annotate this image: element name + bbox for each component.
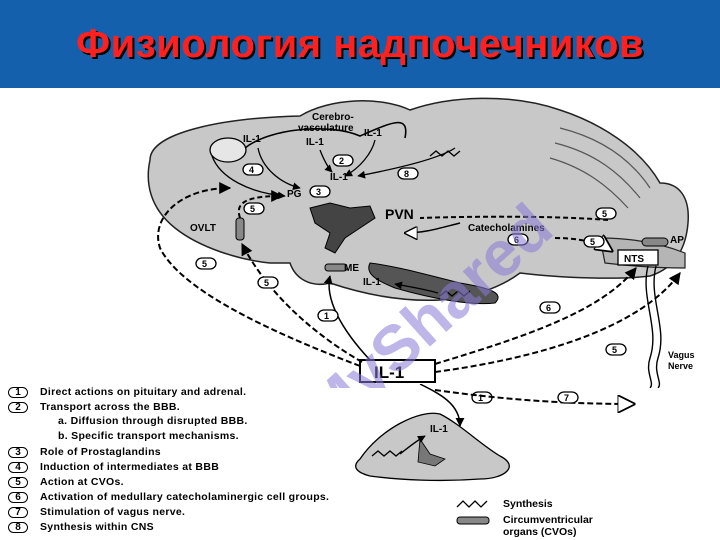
ap-organ xyxy=(641,237,669,247)
title-bar xyxy=(0,0,720,88)
badge-6b: 6 xyxy=(539,301,561,314)
label-ovlt: OVLT xyxy=(190,223,216,234)
ovlt-organ xyxy=(235,217,245,241)
svg-text:8: 8 xyxy=(404,169,409,179)
synthesis-mark-me xyxy=(439,290,471,297)
adrenal-diagram: 1 7 IL-1 xyxy=(355,384,720,482)
svg-text:6: 6 xyxy=(546,303,551,313)
badge-1b: 1 xyxy=(471,391,493,404)
nts-box xyxy=(617,249,659,266)
badge-5b: 5 xyxy=(595,207,617,220)
label-nts: NTS xyxy=(624,254,644,265)
svg-text:7: 7 xyxy=(564,393,569,403)
svg-text:5: 5 xyxy=(264,278,269,288)
badge-1a: 1 xyxy=(317,309,339,322)
svg-text:2: 2 xyxy=(339,156,344,166)
adrenal-gland xyxy=(355,412,510,482)
vessel-loop xyxy=(244,121,407,149)
svg-text:4: 4 xyxy=(249,165,254,175)
label-il1-center: IL-1 xyxy=(330,172,348,183)
svg-text:5: 5 xyxy=(590,237,595,247)
svg-text:3: 3 xyxy=(316,187,321,197)
vessel-left xyxy=(209,137,247,163)
cerebellum xyxy=(549,127,651,209)
svg-text:5: 5 xyxy=(612,345,617,355)
label-vasculature: vasculature xyxy=(298,123,354,134)
badge-5f: 5 xyxy=(605,343,627,356)
brain-shape xyxy=(147,97,689,302)
svg-text:1: 1 xyxy=(324,311,329,321)
synthesis-mark-adrenal xyxy=(371,450,403,457)
legend-sub-b: b. Specific transport mechanisms. xyxy=(58,430,239,442)
badge-5c: 5 xyxy=(583,235,605,248)
page-title: Физиология надпочечников xyxy=(75,22,644,66)
label-il1-me: IL-1 xyxy=(363,277,381,288)
neuroendocrine-diagram: Cerebro- vasculature IL-1 IL-1 IL-1 2 IL… xyxy=(147,97,695,388)
label-il1-adrenal: IL-1 xyxy=(430,424,448,435)
label-catecholamines: Catecholamines xyxy=(468,223,545,234)
me-organ xyxy=(324,263,348,272)
label-il1-right: IL-1 xyxy=(364,128,382,139)
svg-text:5: 5 xyxy=(202,259,207,269)
label-il1-mid: IL-1 xyxy=(306,137,324,148)
svg-text:1: 1 xyxy=(478,393,483,403)
pituitary-stalk xyxy=(368,262,499,305)
label-vagus-1: Vagus xyxy=(668,350,695,360)
badge-4: 4 xyxy=(242,163,264,176)
label-il1-main: IL-1 xyxy=(374,363,404,382)
label-cerebro: Cerebro- xyxy=(312,112,354,123)
svg-text:5: 5 xyxy=(602,209,607,219)
label-vagus-2: Nerve xyxy=(668,361,693,371)
cvo-icon xyxy=(456,516,490,525)
badge-7: 7 xyxy=(557,391,579,404)
synthesis-icon xyxy=(456,500,488,508)
label-ap: AP xyxy=(670,235,684,246)
svg-text:5: 5 xyxy=(250,204,255,214)
badge-5e: 5 xyxy=(257,276,279,289)
label-il1-left: IL-1 xyxy=(243,134,261,145)
badge-5a: 5 xyxy=(243,202,265,215)
label-me: ME xyxy=(344,263,359,274)
vagus-nerve xyxy=(645,265,654,388)
svg-text:6: 6 xyxy=(514,235,519,245)
badge-6a: 6 xyxy=(507,233,529,246)
legend-sub-a: a. Diffusion through disrupted BBB. xyxy=(58,415,248,427)
badge-3: 3 xyxy=(309,185,331,198)
label-pg: PG xyxy=(287,189,302,200)
label-pvn: PVN xyxy=(385,206,414,222)
badge-5d: 5 xyxy=(195,257,217,270)
key-synthesis: Synthesis xyxy=(455,498,553,510)
badge-8: 8 xyxy=(397,167,419,180)
pvn-region xyxy=(309,202,376,254)
badge-2: 2 xyxy=(332,154,354,167)
